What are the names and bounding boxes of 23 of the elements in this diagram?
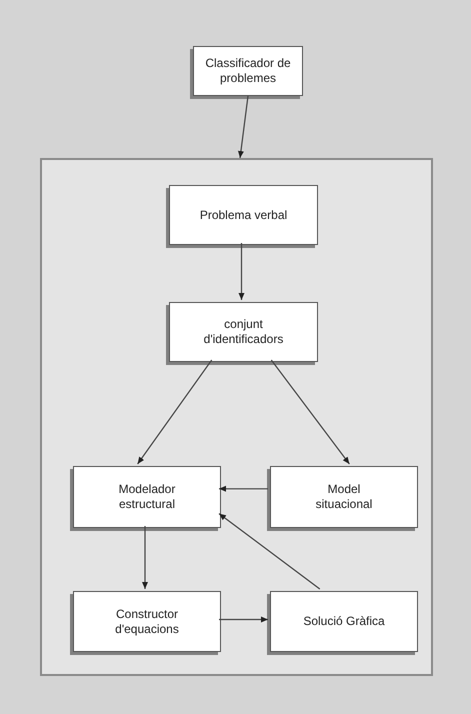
group-panel xyxy=(40,158,433,676)
box-label: Model situacional xyxy=(314,482,374,512)
box-label: Problema verbal xyxy=(200,208,288,222)
process-box xyxy=(73,591,221,652)
box-label: Modelador estructural xyxy=(118,482,176,512)
process-box xyxy=(270,466,418,528)
arrow xyxy=(137,360,212,464)
box-label: conjunt d'identificadors xyxy=(202,317,284,347)
process-box xyxy=(193,46,303,96)
arrow xyxy=(270,360,350,464)
box-label: Classificador de problemes xyxy=(204,56,292,86)
process-box xyxy=(169,302,318,362)
process-box xyxy=(270,591,418,652)
arrow xyxy=(238,243,244,300)
arrow xyxy=(219,616,268,622)
process-box xyxy=(169,185,318,245)
arrow xyxy=(219,486,268,492)
arrow xyxy=(238,96,249,158)
process-box xyxy=(73,466,221,528)
arrow xyxy=(218,513,320,590)
box-label: Constructor d'equacions xyxy=(114,606,180,636)
arrow xyxy=(142,526,148,589)
box-label: Solució Gràfica xyxy=(303,614,385,629)
